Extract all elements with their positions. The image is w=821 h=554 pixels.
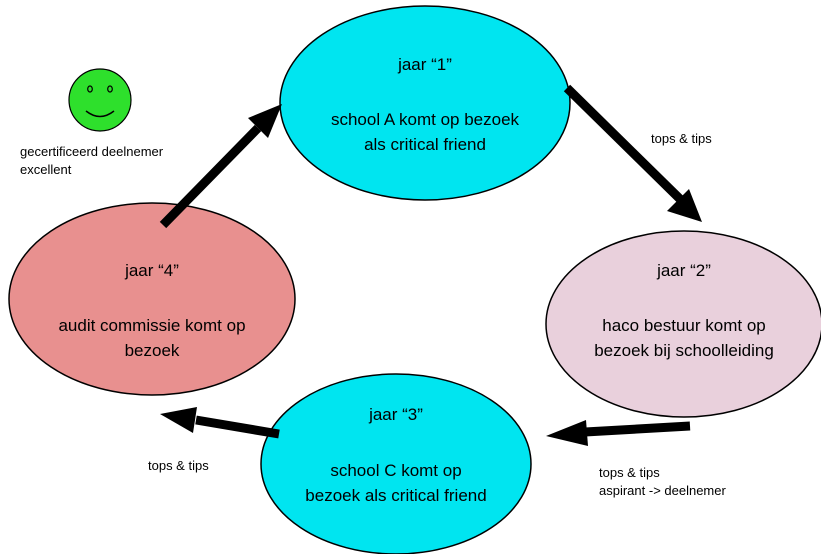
arrow1-label: tops & tips — [651, 131, 712, 146]
node-jaar-4-line2: bezoek — [125, 341, 180, 360]
node-jaar-3-title: jaar “3” — [368, 405, 423, 424]
node-jaar-1: jaar “1” school A komt op bezoek als cri… — [279, 5, 571, 201]
arrow-jaar1-to-jaar2 — [563, 84, 702, 222]
arrow3-label: tops & tips — [148, 458, 209, 473]
node-jaar-2-line1: haco bestuur komt op — [602, 316, 765, 335]
node-jaar-4: jaar “4” audit commissie komt op bezoek — [8, 202, 296, 396]
node-jaar-3-line2: bezoek als critical friend — [305, 486, 486, 505]
arrow-jaar3-to-jaar4 — [160, 407, 280, 439]
node-jaar-2: jaar “2” haco bestuur komt op bezoek bij… — [545, 230, 821, 418]
node-jaar-3-line1: school C komt op — [330, 461, 461, 480]
node-jaar-3: jaar “3” school C komt op bezoek als cri… — [260, 373, 532, 554]
node-jaar-1-line2: als critical friend — [364, 135, 486, 154]
node-jaar-2-title: jaar “2” — [656, 261, 711, 280]
node-jaar-2-line2: bezoek bij schoolleiding — [594, 341, 774, 360]
certified-label-line2: excellent — [20, 162, 72, 177]
arrow-jaar2-to-jaar3 — [546, 420, 691, 446]
arrow2-label-line1: tops & tips — [599, 465, 660, 480]
smiley-face-icon — [68, 68, 132, 132]
node-jaar-4-title: jaar “4” — [124, 261, 179, 280]
certified-label-line1: gecertificeerd deelnemer — [20, 144, 164, 159]
node-jaar-1-line1: school A komt op bezoek — [331, 110, 520, 129]
arrow2-label-line2: aspirant -> deelnemer — [599, 483, 726, 498]
arrow-jaar4-to-jaar1 — [159, 104, 282, 229]
node-jaar-4-line1: audit commissie komt op — [58, 316, 245, 335]
node-jaar-1-title: jaar “1” — [397, 55, 452, 74]
